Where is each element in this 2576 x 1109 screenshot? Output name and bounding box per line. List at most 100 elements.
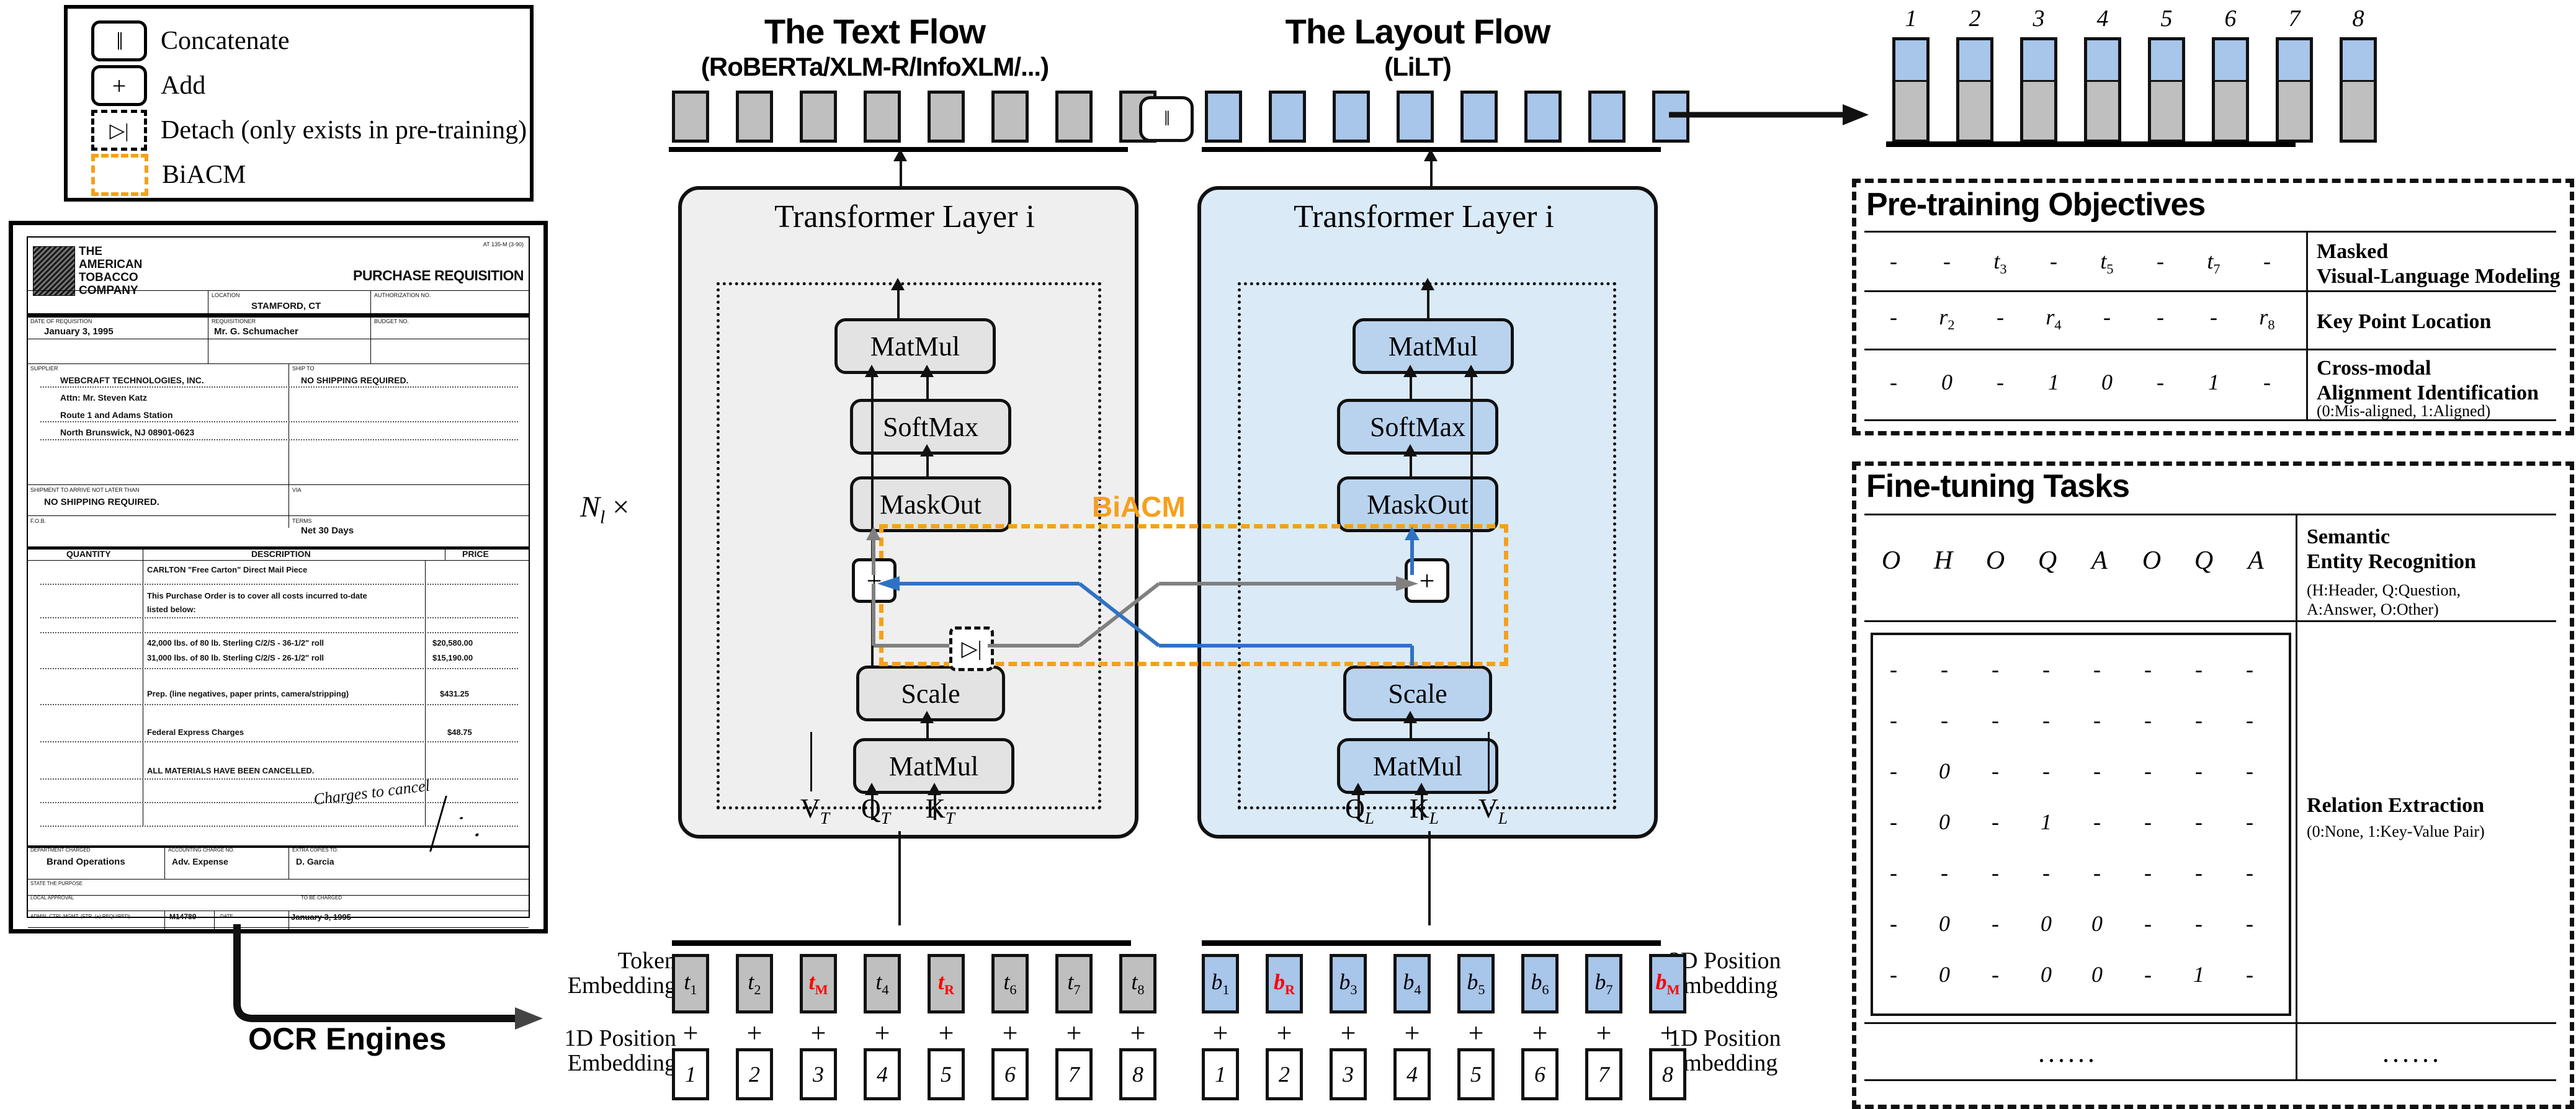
re-cell: - bbox=[1992, 911, 1999, 936]
embedding-cell: t7 bbox=[1055, 954, 1093, 1013]
re-cell: - bbox=[2246, 860, 2253, 885]
layout-flow-title: The Layout Flow bbox=[1285, 12, 1551, 51]
re-cell: - bbox=[2042, 860, 2050, 885]
line-desc-3: 42,000 lbs. of 80 lb. Sterling C/2/S - 3… bbox=[147, 638, 324, 648]
re-cell: - bbox=[2093, 759, 2101, 783]
signature-icon bbox=[429, 796, 516, 852]
layout-add-glyph: + bbox=[1419, 565, 1435, 596]
pretraining-row-0-name: Masked Visual-Language Modeling bbox=[2317, 240, 2560, 288]
re-cell: - bbox=[2144, 657, 2152, 682]
line-desc-2: listed below: bbox=[147, 605, 196, 614]
re-cell: - bbox=[1992, 708, 1999, 733]
re-cell: 0 bbox=[2041, 911, 2052, 936]
line-desc-6: Federal Express Charges bbox=[147, 728, 244, 737]
re-cell: - bbox=[2042, 708, 2050, 733]
output-bar-bottom bbox=[1956, 82, 1993, 143]
output-bar-top bbox=[2276, 37, 2313, 82]
supplier-line-1: Attn: Mr. Steven Katz bbox=[60, 393, 148, 403]
embedding-cell: b6 bbox=[1521, 954, 1559, 1013]
detach-node-glyph: ▷| bbox=[961, 638, 982, 661]
plus-sign: + bbox=[1532, 1018, 1548, 1048]
re-cell: - bbox=[1941, 657, 1948, 682]
pretraining-cell: - bbox=[1890, 249, 1897, 274]
re-cell: 1 bbox=[2041, 809, 2052, 834]
line-price-5: $431.25 bbox=[440, 689, 469, 698]
line-desc-0: CARLTON "Free Carton" Direct Mail Piece bbox=[147, 565, 308, 574]
layout-output-cell bbox=[1269, 91, 1306, 143]
re-cell: - bbox=[2144, 809, 2152, 834]
pretraining-row-2-name: Cross-modal Alignment Identification bbox=[2317, 357, 2539, 405]
plus-sign: + bbox=[682, 1018, 699, 1048]
detach-node: ▷| bbox=[949, 626, 994, 671]
pretraining-cell: - bbox=[1890, 305, 1897, 329]
text-input-Q: QT bbox=[861, 793, 890, 828]
field-value-shipto: NO SHIPPING REQUIRED. bbox=[301, 375, 409, 385]
output-bar: 7 bbox=[2276, 5, 2313, 143]
layout-output-cell bbox=[1524, 91, 1562, 143]
output-bar-bottom bbox=[1892, 82, 1930, 143]
pretraining-row-1-name: Key Point Location bbox=[2317, 310, 2492, 333]
plus-sign: + bbox=[1130, 1018, 1146, 1048]
pretraining-cell: - bbox=[1890, 370, 1897, 394]
company-line-0: THE bbox=[79, 245, 102, 258]
re-cell: - bbox=[2093, 657, 2101, 682]
output-bar-bottom bbox=[2212, 82, 2249, 143]
position-cell: 4 bbox=[1393, 1048, 1431, 1100]
layout-output-cell bbox=[1333, 91, 1370, 143]
re-cell: - bbox=[1992, 657, 1999, 682]
finetuning-title: Fine-tuning Tasks bbox=[1866, 468, 2130, 504]
re-cell: - bbox=[2195, 860, 2203, 885]
re-cell: - bbox=[2093, 809, 2101, 834]
embedding-cell: bR bbox=[1266, 954, 1303, 1013]
handwriting-annotation: Charges to cancel bbox=[312, 776, 431, 809]
footer-label-2: EXTRA COPIES TO: bbox=[292, 847, 338, 853]
layout-softmax: SoftMax bbox=[1337, 399, 1498, 455]
field-label-requisitioner: REQUISITIONER bbox=[212, 318, 256, 324]
footer-label-0: DEPARTMENT CHARGED bbox=[30, 847, 91, 853]
re-cell: - bbox=[2093, 708, 2101, 733]
re-cell: 1 bbox=[2193, 962, 2204, 987]
legend-item-concatenate: ‖ Concatenate bbox=[91, 19, 530, 63]
ser-name: Semantic Entity Recognition bbox=[2307, 525, 2476, 574]
output-bar: 8 bbox=[2340, 5, 2377, 143]
repeat-sub: l bbox=[600, 507, 606, 528]
text-input-Q-sub: T bbox=[880, 808, 890, 827]
footer-label-6: ADMIN. CTRL MGMT. (FTR. (+) REQUIRED) bbox=[30, 914, 130, 919]
concat-glyph: ‖ bbox=[1164, 107, 1169, 130]
layout-output-cells bbox=[1205, 91, 1689, 143]
field-label-via: VIA bbox=[292, 487, 302, 493]
pos1d-left-label: 1D Position Embedding bbox=[564, 1025, 676, 1076]
re-cell: 0 bbox=[2091, 962, 2103, 987]
re-cell: 0 bbox=[2091, 911, 2103, 936]
layout-input-K-label: K bbox=[1410, 793, 1429, 824]
output-bar-top bbox=[2084, 37, 2121, 82]
supplier-line-2: Route 1 and Adams Station bbox=[60, 410, 173, 420]
embedding-cell: tM bbox=[800, 954, 837, 1013]
embedding-cell: b3 bbox=[1330, 954, 1367, 1013]
re-cell: - bbox=[1890, 708, 1897, 733]
plus-sign: + bbox=[746, 1018, 763, 1048]
position-cell: 1 bbox=[672, 1048, 709, 1100]
plus-sign: + bbox=[1066, 1018, 1082, 1048]
re-cell: - bbox=[2195, 708, 2203, 733]
pretraining-cell: - bbox=[2103, 305, 2111, 329]
plus-sign: + bbox=[1002, 1018, 1018, 1048]
plus-sign: + bbox=[1340, 1018, 1356, 1048]
output-bar: 3 bbox=[2020, 5, 2057, 143]
output-bar: 1 bbox=[1892, 5, 1930, 143]
text-scale: Scale bbox=[856, 666, 1005, 721]
ser-cell: H bbox=[1933, 546, 1953, 575]
embedding-cell: b5 bbox=[1457, 954, 1495, 1013]
pos2d-right-label: 2D Position Embedding bbox=[1669, 948, 1781, 999]
text-output-cell bbox=[800, 91, 837, 143]
output-bar-top bbox=[2020, 37, 2057, 82]
field-label-terms: TERMS bbox=[292, 518, 312, 524]
output-bar-index: 5 bbox=[2160, 6, 2173, 32]
layout-input-Q-label: Q bbox=[1345, 793, 1365, 824]
pretraining-cell: r4 bbox=[2046, 305, 2062, 333]
company-line-3: COMPANY bbox=[79, 284, 138, 297]
pretraining-cell: - bbox=[2157, 370, 2164, 394]
footer-label-5: TO BE CHARGED bbox=[301, 895, 342, 901]
text-layer-title: Transformer Layer i bbox=[774, 199, 1035, 234]
footer-label-3: STATE THE PURPOSE bbox=[30, 881, 83, 886]
